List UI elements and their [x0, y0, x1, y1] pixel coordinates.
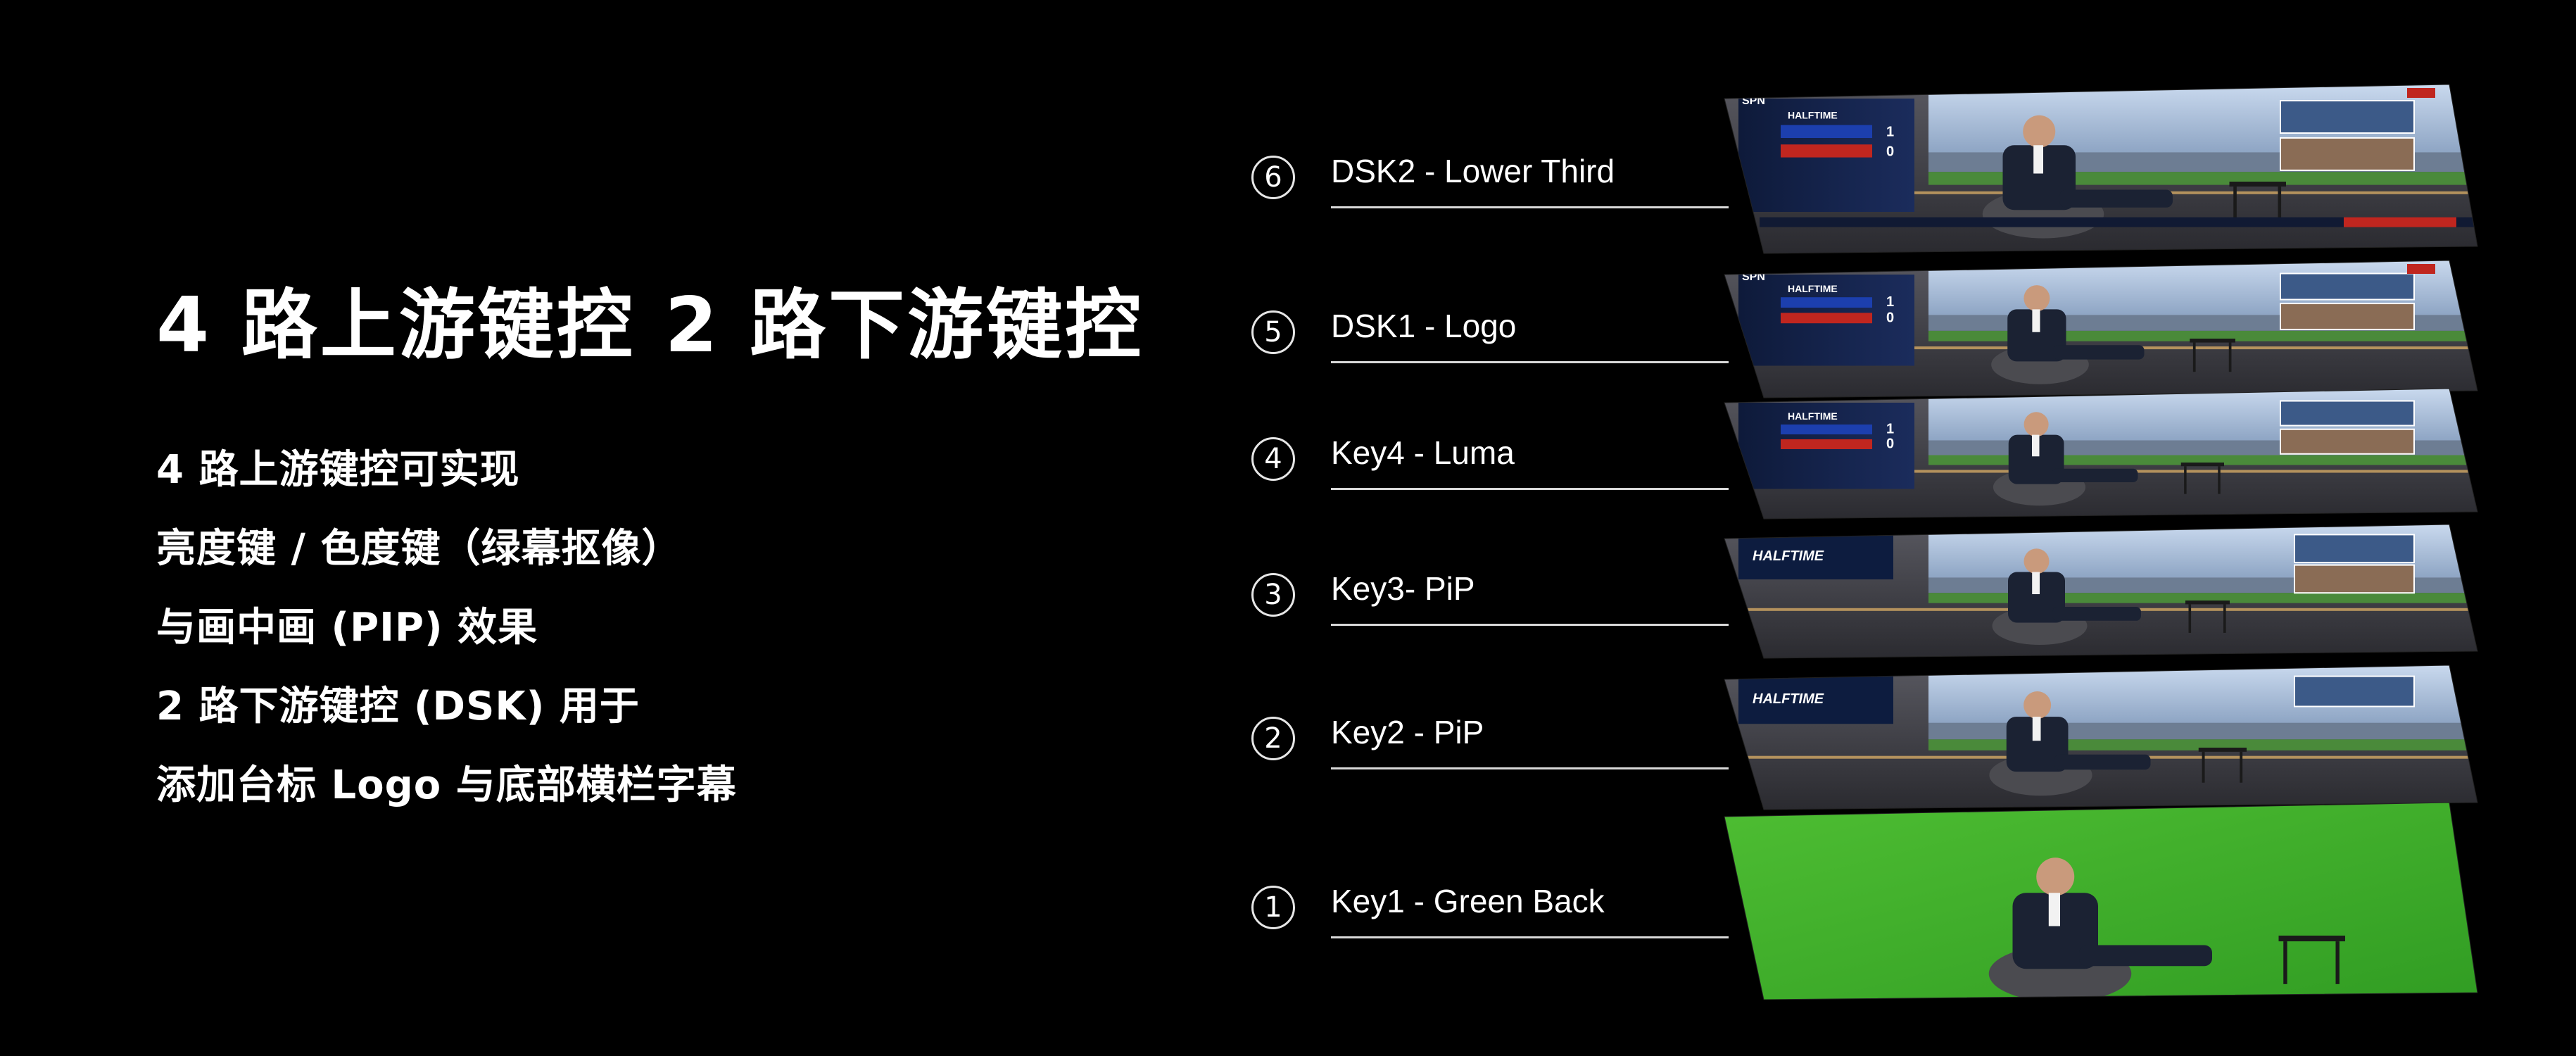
- divider: [1331, 624, 1729, 626]
- layer-name: Key3- PiP: [1331, 570, 1475, 607]
- logo-text: SPN: [1742, 271, 1765, 283]
- layer-number-badge: 5: [1251, 310, 1295, 354]
- description-line: 2 路下游键控 (DSK) 用于: [156, 684, 640, 729]
- score-a: 1: [1886, 294, 1894, 310]
- scoreboard-title: HALFTIME: [1788, 410, 1838, 422]
- score-b: 0: [1886, 144, 1894, 159]
- score-b: 0: [1886, 436, 1894, 451]
- layer-screen-3: HALFTIME: [1724, 524, 2478, 659]
- description-line: 添加台标 Logo 与底部横栏字幕: [156, 762, 737, 808]
- divider: [1331, 936, 1729, 938]
- layer-number-badge: 4: [1251, 437, 1295, 481]
- layer-number-badge: 1: [1251, 886, 1295, 929]
- description-line: 亮度键 / 色度键（绿幕抠像）: [156, 526, 682, 572]
- layer-label-1: 1 Key1 - Green Back: [1251, 880, 1730, 938]
- layer-screen-1: [1724, 802, 2478, 1000]
- divider: [1331, 361, 1729, 363]
- feature-description: 4 路上游键控可实现 亮度键 / 色度键（绿幕抠像） 与画中画 (PIP) 效果…: [156, 431, 737, 825]
- pip-title: HALFTIME: [1753, 548, 1824, 564]
- layer-name: Key2 - PiP: [1331, 714, 1484, 750]
- layer-screen-5: HALFTIME 10 SPN: [1724, 260, 2478, 398]
- layer-screen-4: HALFTIME 10: [1724, 388, 2478, 520]
- layer-label-3: 3 Key3- PiP: [1251, 567, 1730, 626]
- layer-screen-2: HALFTIME: [1724, 665, 2478, 810]
- pip-title: HALFTIME: [1753, 691, 1824, 707]
- score-b: 0: [1886, 310, 1894, 325]
- divider: [1331, 206, 1729, 208]
- divider: [1331, 488, 1729, 490]
- score-a: 1: [1886, 125, 1894, 140]
- description-line: 与画中画 (PIP) 效果: [156, 605, 538, 650]
- logo-text: SPN: [1742, 95, 1765, 107]
- layer-screen-6: HALFTIME 1 0 SPN: [1724, 84, 2478, 254]
- score-a: 1: [1886, 421, 1894, 436]
- layer-number-badge: 6: [1251, 156, 1295, 199]
- layer-number-badge: 3: [1251, 573, 1295, 617]
- layer-label-4: 4 Key4 - Luma: [1251, 432, 1730, 490]
- layer-name: DSK1 - Logo: [1331, 308, 1517, 344]
- divider: [1331, 767, 1729, 769]
- layer-number-badge: 2: [1251, 717, 1295, 760]
- headline: 4 路上游键控 2 路下游键控: [156, 282, 1144, 370]
- layer-name: DSK2 - Lower Third: [1331, 153, 1615, 189]
- layer-name: Key4 - Luma: [1331, 434, 1515, 471]
- layer-label-2: 2 Key2 - PiP: [1251, 711, 1730, 769]
- scoreboard-title: HALFTIME: [1788, 109, 1838, 120]
- layer-label-6: 6 DSK2 - Lower Third: [1251, 150, 1730, 208]
- layer-label-5: 5 DSK1 - Logo: [1251, 305, 1730, 363]
- layer-name: Key1 - Green Back: [1331, 883, 1605, 919]
- scoreboard-title: HALFTIME: [1788, 283, 1838, 294]
- description-line: 4 路上游键控可实现: [156, 447, 520, 493]
